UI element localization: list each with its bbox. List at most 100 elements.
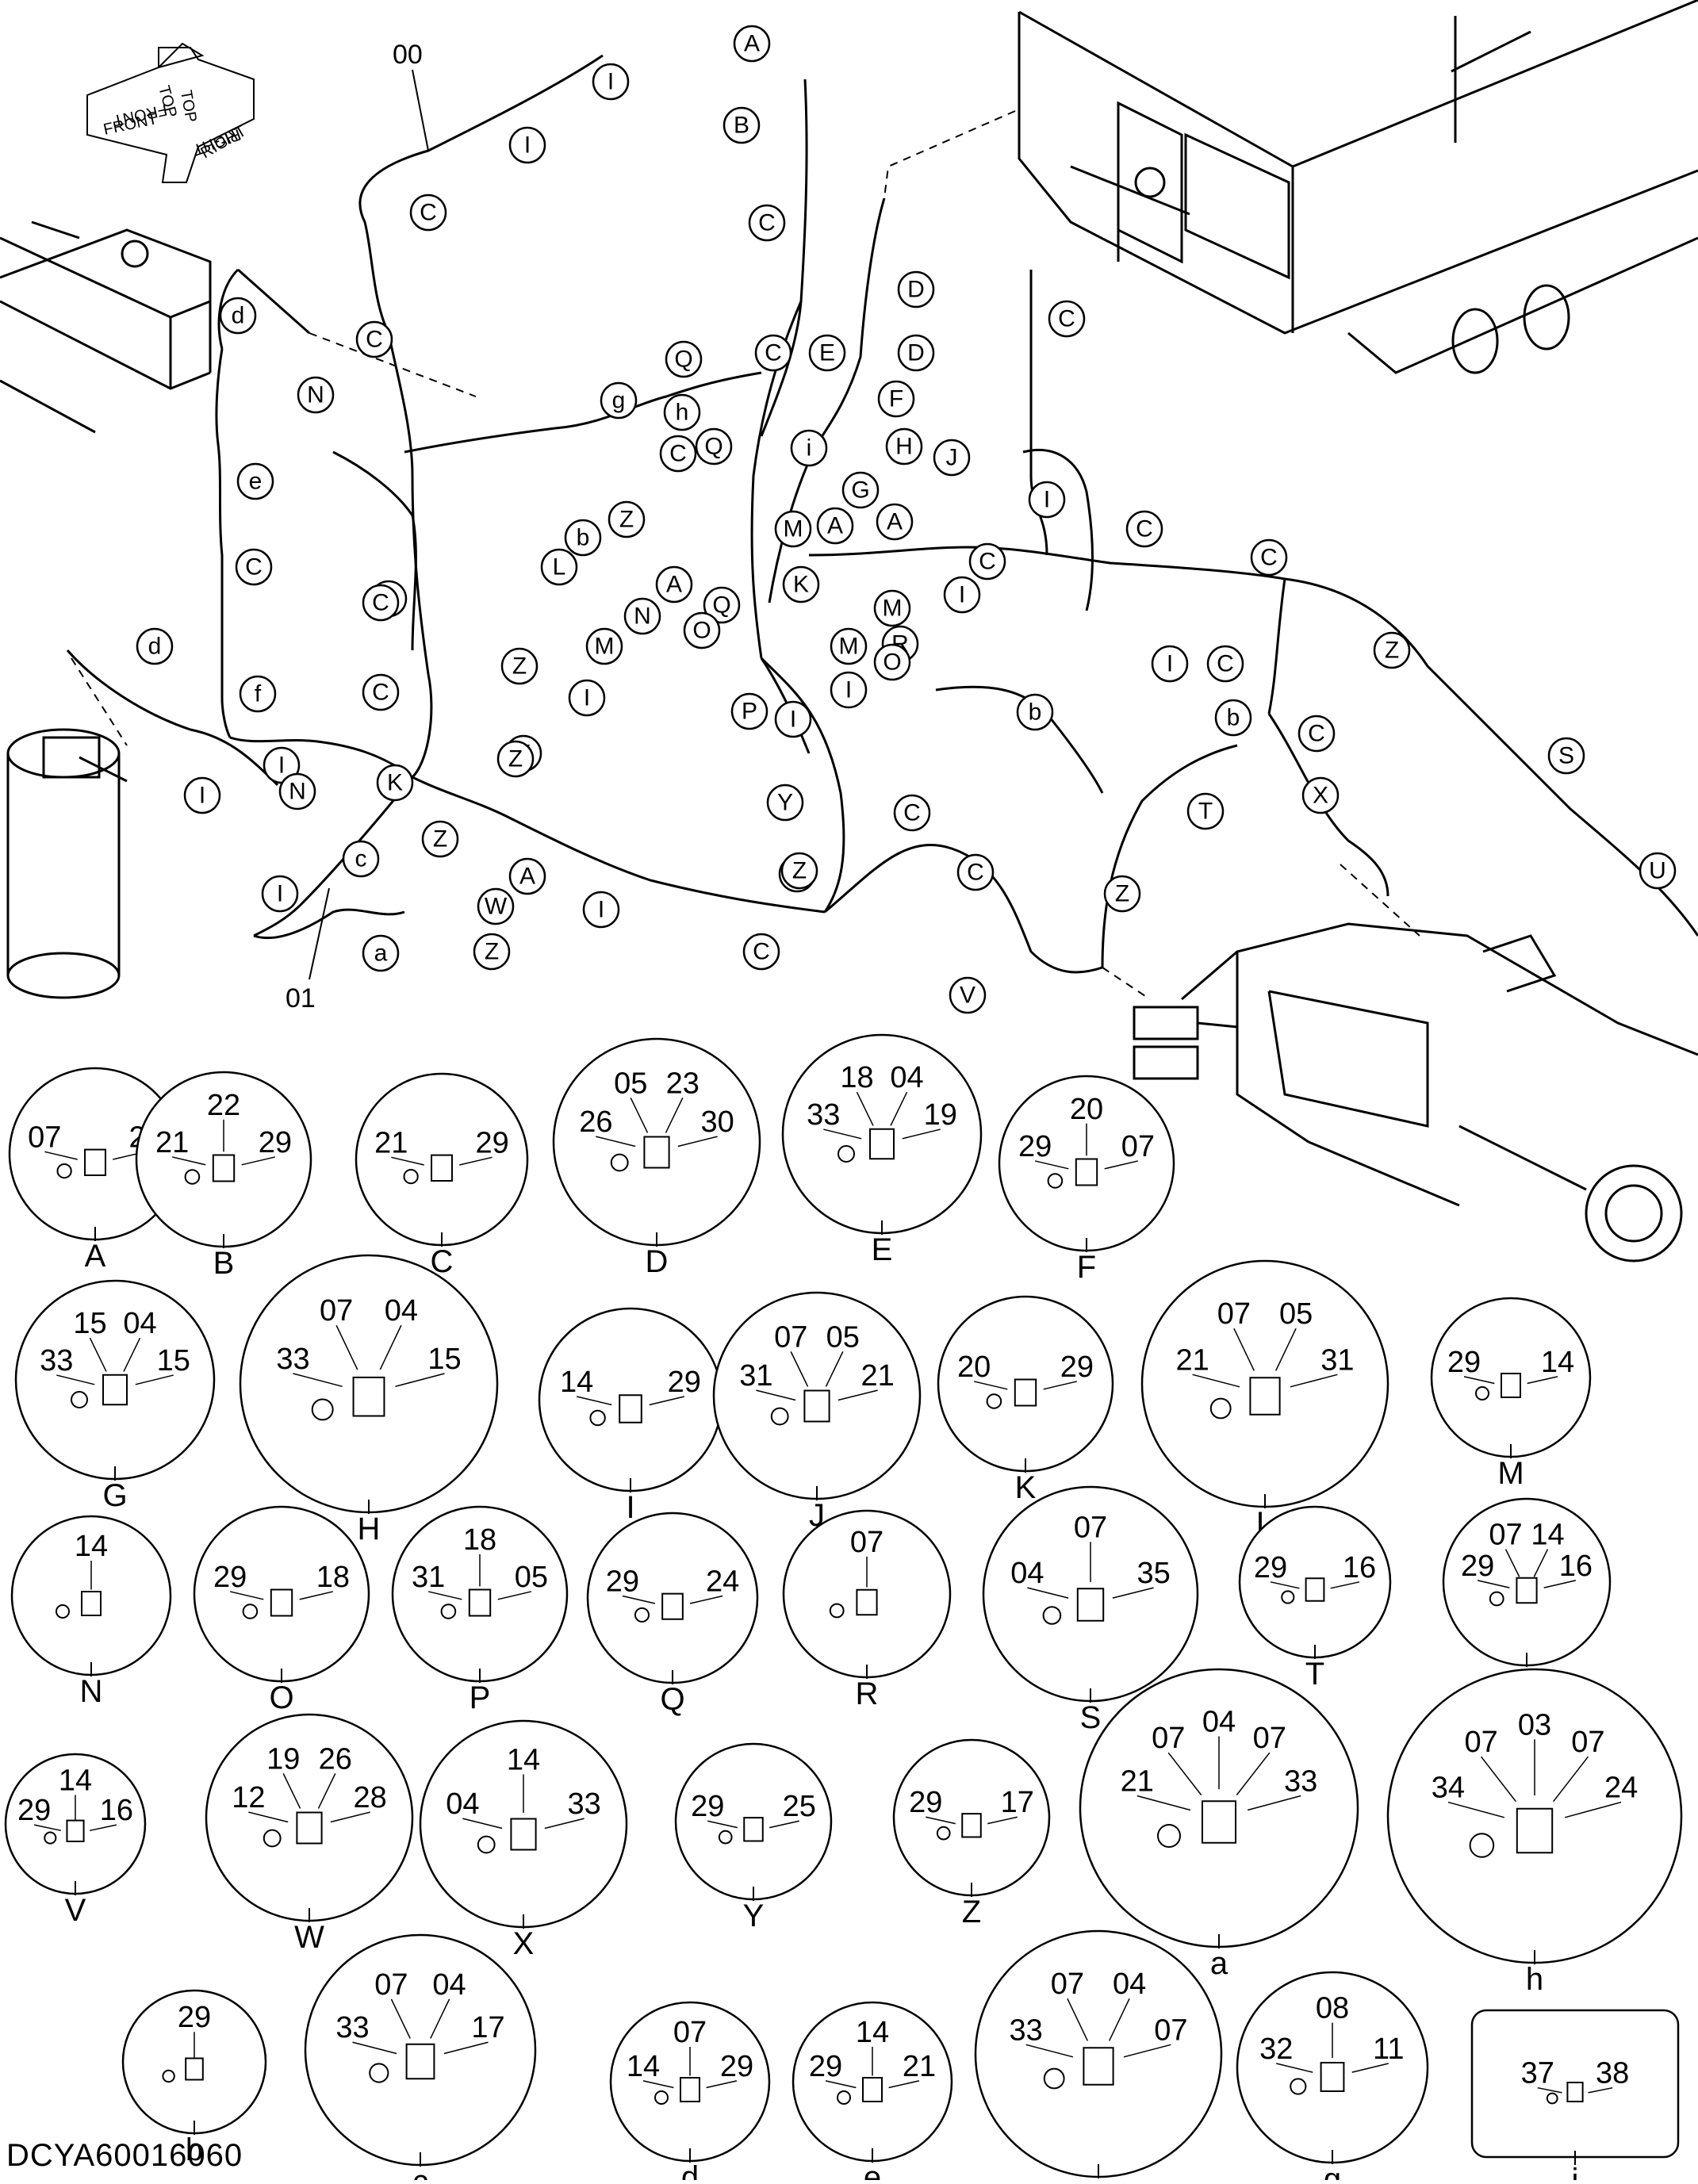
part-leader bbox=[825, 1351, 844, 1387]
callout-letter: Z bbox=[508, 746, 523, 772]
part-leader bbox=[1123, 2044, 1171, 2058]
callout-Z-49: Z bbox=[500, 647, 539, 685]
part-number: 05 bbox=[826, 1320, 860, 1354]
callout-letter: I bbox=[845, 677, 852, 703]
callout-circle bbox=[873, 589, 911, 627]
callout-letter: E bbox=[819, 340, 835, 366]
part-leader bbox=[1043, 1381, 1078, 1390]
callout-C-21: C bbox=[355, 320, 393, 358]
callout-C-5: C bbox=[748, 204, 786, 242]
callout-J-18: J bbox=[933, 439, 971, 477]
part-bolt bbox=[936, 1826, 951, 1841]
part-leader bbox=[1543, 1580, 1577, 1588]
callout-A-33: A bbox=[816, 507, 854, 545]
part-number: 07 bbox=[1152, 1722, 1185, 1755]
part-sketch bbox=[66, 1819, 85, 1843]
leader-lines bbox=[71, 110, 1420, 1000]
callout-letter: S bbox=[1558, 743, 1574, 769]
callout-circle bbox=[362, 673, 400, 711]
detail-b: 29b bbox=[121, 1989, 267, 2167]
part-number: 07 bbox=[1571, 1726, 1604, 1759]
callout-a-81: a bbox=[362, 934, 400, 972]
callout-Q-14: Q bbox=[695, 427, 733, 466]
detail-caption: F bbox=[1077, 1250, 1096, 1285]
detail-caption: e bbox=[864, 2160, 881, 2180]
part-leader bbox=[1104, 1160, 1139, 1170]
part-leader bbox=[1564, 1801, 1622, 1818]
part-bolt bbox=[654, 2090, 669, 2105]
callout-circle bbox=[659, 435, 697, 473]
callout-A-36: A bbox=[655, 565, 693, 603]
part-number: 07 bbox=[1464, 1726, 1497, 1759]
part-number: 38 bbox=[1596, 2057, 1629, 2090]
callout-circle bbox=[1016, 693, 1054, 731]
callout-letter: C bbox=[366, 327, 383, 353]
part-number: 33 bbox=[276, 1343, 309, 1376]
part-number: 04 bbox=[1010, 1557, 1044, 1590]
callout-circle bbox=[723, 106, 761, 144]
callout-letter: C bbox=[967, 860, 984, 886]
callout-circle bbox=[355, 320, 393, 358]
part-leader bbox=[123, 1337, 141, 1372]
callout-letter: Y bbox=[777, 790, 793, 816]
part-leader bbox=[642, 2080, 674, 2089]
callout-letter: b bbox=[1029, 699, 1042, 726]
callout-h-12: h bbox=[663, 393, 701, 431]
callout-letter: M bbox=[595, 634, 615, 660]
callout-letter: Z bbox=[485, 939, 499, 965]
callout-letter: I bbox=[277, 881, 283, 907]
part-leader bbox=[1533, 1549, 1549, 1577]
part-number: 07 bbox=[673, 2016, 707, 2049]
part-number: 04 bbox=[1113, 1968, 1146, 2001]
part-bolt bbox=[1290, 2078, 1307, 2095]
callout-letter: M bbox=[839, 634, 859, 660]
callout-circle bbox=[695, 427, 733, 466]
callout-letter: C bbox=[420, 200, 437, 226]
detail-c: 33070417c bbox=[304, 1933, 537, 2184]
callout-circle bbox=[733, 25, 771, 63]
part-leader bbox=[44, 1151, 78, 1160]
callout-circle bbox=[782, 565, 820, 603]
callout-circle bbox=[362, 934, 400, 972]
callout-circle bbox=[508, 857, 546, 895]
callout-letter: H bbox=[895, 434, 913, 460]
callout-letter: Z bbox=[1115, 881, 1129, 907]
part-leader bbox=[1270, 1581, 1300, 1589]
callout-circle bbox=[1639, 852, 1677, 890]
callout-circle bbox=[897, 270, 935, 308]
detail-N: 14N bbox=[10, 1515, 172, 1709]
part-number: 21 bbox=[861, 1359, 895, 1393]
callout-circle bbox=[235, 548, 273, 586]
callout-letter: T bbox=[1198, 799, 1213, 825]
part-sketch bbox=[1305, 1577, 1325, 1602]
callout-C-39: C bbox=[1125, 510, 1163, 548]
detail-caption: M bbox=[1497, 1456, 1524, 1491]
callout-circle bbox=[968, 542, 1006, 580]
part-number: 29 bbox=[720, 2050, 753, 2083]
part-number: 37 bbox=[1521, 2057, 1554, 2090]
callout-S-69: S bbox=[1547, 737, 1585, 775]
part-sketch bbox=[1075, 1158, 1098, 1186]
callout-letter: I bbox=[608, 69, 614, 95]
callout-I-26: I bbox=[1028, 481, 1066, 519]
part-number: 29 bbox=[1461, 1550, 1494, 1583]
callout-letter: c bbox=[355, 846, 367, 872]
callout-letter: C bbox=[669, 441, 687, 467]
part-leader bbox=[1167, 1752, 1202, 1795]
callout-C-27: C bbox=[362, 584, 400, 622]
part-leader bbox=[248, 1811, 289, 1823]
part-leader bbox=[1330, 1581, 1360, 1589]
callout-d-54: d bbox=[136, 627, 174, 665]
part-number: 21 bbox=[155, 1126, 189, 1159]
callout-O-50: O bbox=[873, 643, 911, 681]
part-leader bbox=[902, 1128, 941, 1140]
part-sketch bbox=[680, 2077, 700, 2102]
part-number: 22 bbox=[207, 1089, 240, 1122]
detail-layer: 0729A212229B2129C26052330D33180419E29200… bbox=[4, 1033, 1683, 2184]
callout-circle bbox=[1301, 776, 1340, 814]
